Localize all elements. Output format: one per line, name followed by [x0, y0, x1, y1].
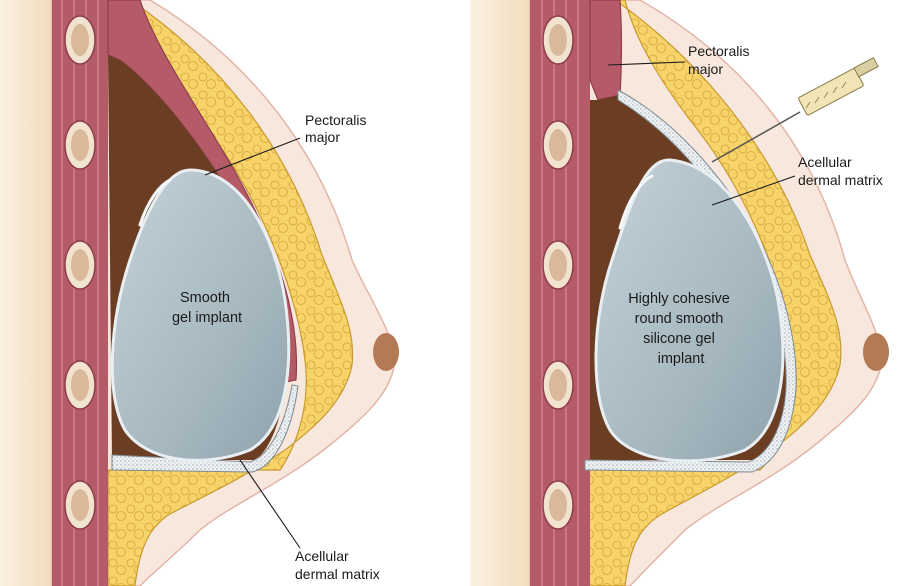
left-panel: Smooth gel implant Pectoralis major Acel… — [0, 0, 399, 586]
right-matrix-label: Acellular dermal matrix — [798, 154, 883, 188]
right-panel: Highly cohesive round smooth silicone ge… — [470, 0, 889, 586]
left-matrix-label: Acellular dermal matrix — [295, 548, 380, 582]
rib — [549, 24, 567, 56]
rib — [549, 129, 567, 161]
rib — [549, 489, 567, 521]
syringe-plunger — [854, 58, 878, 77]
rib — [71, 369, 89, 401]
left-muscle-label: Pectoralis major — [305, 112, 370, 145]
rib — [71, 24, 89, 56]
right-nipple — [863, 333, 889, 371]
rib — [549, 369, 567, 401]
left-nipple — [373, 333, 399, 371]
left-chest-wall — [0, 0, 52, 586]
right-chest-wall — [470, 0, 530, 586]
rib — [71, 129, 89, 161]
rib — [549, 249, 567, 281]
syringe-barrel — [798, 68, 864, 116]
right-pectoralis-major — [590, 0, 622, 100]
rib — [71, 489, 89, 521]
rib — [71, 249, 89, 281]
